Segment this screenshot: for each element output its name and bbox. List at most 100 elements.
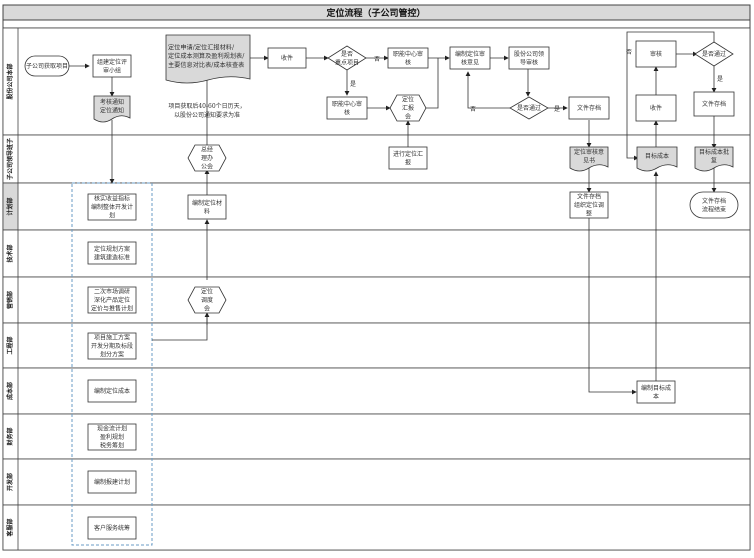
node-label: 文件存档 [702,197,726,205]
process-box [187,194,227,220]
node-label: 汇报 [402,104,414,112]
node-label: 税务筹划 [100,442,124,450]
node-receive2[interactable]: 收件 [635,94,677,122]
edge-passed-no [465,71,510,109]
document-shape [93,95,131,123]
node-label: 收件 [281,54,293,62]
spacer-row [2,19,751,29]
node-start[interactable]: 子公司获取项目 [24,55,70,77]
node-materials-doc[interactable]: 定位申请/定位汇报材料/定位成本测算及盈利规划表/主要信息对比表/成本核查表 [165,34,251,84]
process-box [388,146,428,170]
node-label: 现金流计划 [97,425,127,433]
label-no-2: 否 [470,106,476,113]
process-box [449,46,491,70]
node-review2[interactable]: 审核 [635,40,677,68]
node-label: 定位 [201,288,213,296]
node-service-task[interactable]: 客户服务统筹 [87,516,137,540]
node-label: 见书 [583,156,595,164]
node-label: 总经 [201,146,213,154]
process-box [568,96,610,120]
node-label: 文件存档 [577,104,601,112]
node-archive1[interactable]: 文件存档 [568,96,610,120]
flow-nodes: 子公司获取项目组建定位评审小组考核通知定位通知定位申请/定位汇报材料/定位成本测… [24,34,739,540]
lane-label: 工程部 [6,336,14,354]
edge-passed2-no [626,31,715,161]
node-label: 划 [109,212,115,220]
lane-label: 成本部 [6,382,14,400]
node-passed1[interactable]: 是否通过 [509,96,549,120]
node-label: 公会 [201,163,213,171]
node-passed2[interactable]: 是否通过 [694,41,734,67]
node-label: 料 [204,207,210,215]
node-label: 编制定位审 [455,50,485,58]
node-label: 定位规划方案 [94,245,130,253]
node-label: 股份公司领 [514,50,544,58]
lane-label: 财务部 [6,427,14,446]
node-cost-task[interactable]: 编制定位成本 [87,379,137,403]
node-label: 二次市场调研 [94,288,130,296]
node-label: 考核通知 [100,98,124,106]
label-yes-1: 是 [350,81,356,88]
terminator-shape [689,191,739,219]
process-box [387,47,429,69]
node-label: 审小组 [103,66,121,74]
node-label: 本 [653,392,659,400]
node-target-cost-doc[interactable]: 目标成本 [636,146,678,172]
meeting-hexagon [187,144,227,172]
decision-diamond [694,41,734,67]
document-shape [165,34,251,84]
lane-header [2,504,19,551]
node-label: 主要信息对比表/成本核查表 [168,61,244,69]
edge-group-coord [152,312,210,341]
node-label: 划分方案 [100,351,124,359]
node-label: 盈利规划 [100,433,124,441]
node-label: 流程结束 [702,205,726,213]
process-box [87,332,137,360]
process-box [508,46,550,70]
node-receive1[interactable]: 收件 [267,47,307,69]
node-label: 目标成本 [645,152,669,160]
node-label: 职能中心审 [332,100,362,108]
process-box [87,193,137,221]
document-shape [636,146,678,172]
node-label: 进行定位汇 [393,150,423,158]
node-label: 定价与推售计划 [91,305,133,313]
process-box [87,379,137,403]
lane-label: 计划部 [6,197,14,215]
node-dev-task[interactable]: 编制报建计划 [87,470,137,494]
note-line: 以股份公司通知要求为准 [174,111,240,119]
node-label: 组建定位评 [97,58,127,66]
node-label: 核实收益指标 [94,195,130,203]
node-label: 核意见 [461,58,479,66]
node-label: 导审核 [520,58,538,66]
node-label: 核 [405,58,411,66]
node-label: 审核 [650,50,662,58]
node-archive2[interactable]: 文件存档 [693,91,735,117]
process-box [87,516,137,540]
lane-1: 股份公司本部 [2,27,751,136]
